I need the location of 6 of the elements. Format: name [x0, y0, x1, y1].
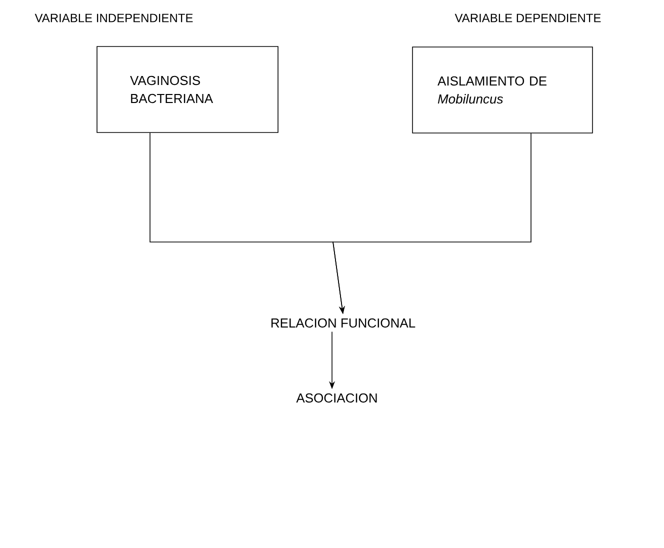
heading: VARIABLE INDEPENDIENTE	[34, 14, 193, 22]
variable-box: VAGINOSIS BACTERIANA	[96, 46, 278, 133]
heading: VARIABLE DEPENDIENTE	[454, 14, 601, 22]
concept-label: RELACION FUNCIONAL	[271, 318, 416, 328]
variable-box: AISLAMIENTO DE Mobiluncus	[412, 46, 593, 134]
concept-label: ASOCIACION	[296, 393, 377, 403]
